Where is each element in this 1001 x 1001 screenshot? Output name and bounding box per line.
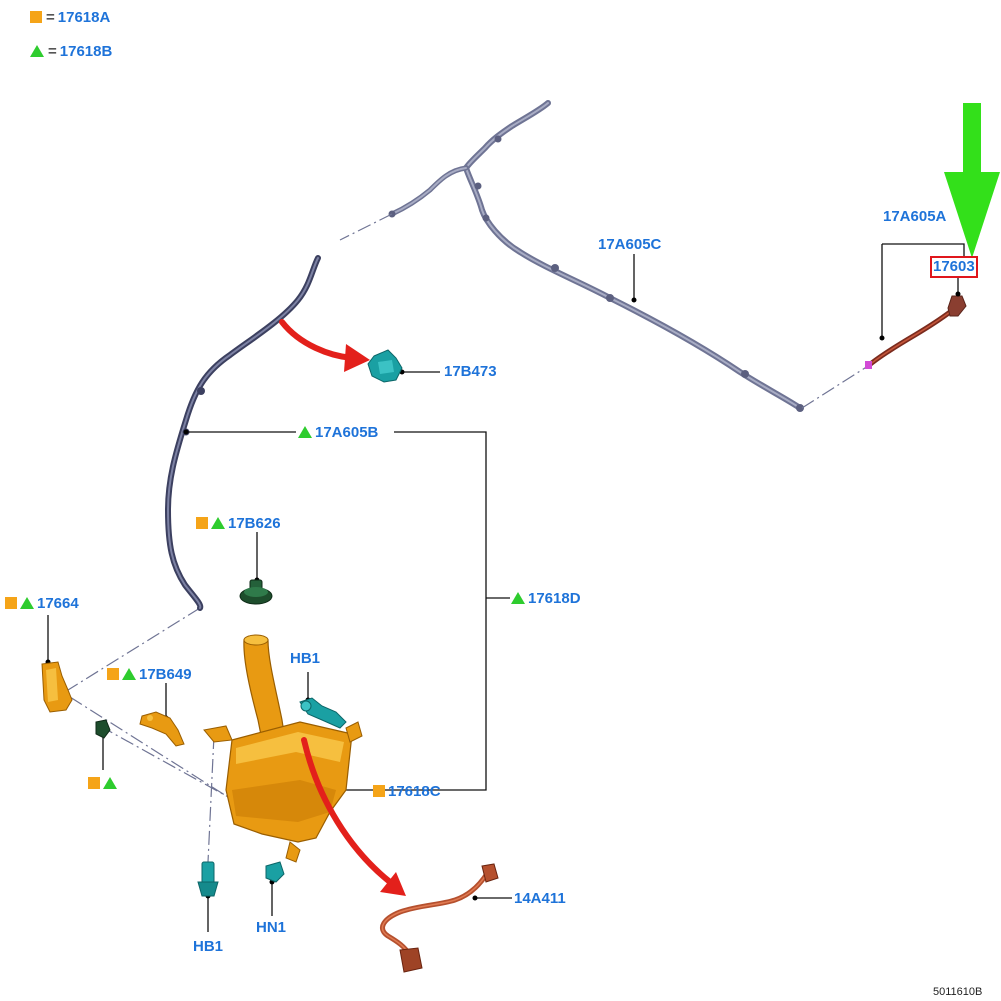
grommet-symbols-row	[88, 775, 120, 793]
pump-17B649	[139, 711, 185, 747]
green-triangle-icon	[30, 45, 44, 57]
callout-HN1: HN1	[256, 919, 287, 936]
legend-square-row: =17618A	[30, 9, 110, 27]
callout-17618D: 17618D	[528, 590, 581, 607]
orange-square-icon	[196, 517, 208, 529]
callout-17618D-row: 17618D	[511, 590, 581, 608]
callout-HB1-bottom: HB1	[193, 938, 224, 955]
callout-17A605A: 17A605A	[883, 208, 947, 225]
callout-17A605B: 17A605B	[315, 424, 379, 441]
level-sensor-HB1-top	[299, 697, 347, 729]
green-down-arrow-icon	[944, 103, 1000, 258]
filler-cap-17B626	[239, 579, 273, 605]
orange-square-icon	[5, 597, 17, 609]
dash-connectors	[67, 213, 869, 863]
rear-harness-17A605A	[865, 309, 953, 369]
legend-triangle-row: =17618B	[30, 43, 112, 61]
grommet	[95, 719, 111, 739]
callout-17B626: 17B626	[228, 515, 281, 532]
callout-17618C: 17618C	[388, 783, 441, 800]
green-triangle-icon	[511, 592, 525, 604]
legend-square-label: 17618A	[57, 9, 111, 26]
callout-17B473: 17B473	[444, 363, 497, 380]
washer-hose-17A605B	[165, 255, 321, 611]
callout-HB1-top: HB1	[290, 650, 321, 667]
green-triangle-icon	[103, 777, 117, 789]
orange-square-icon	[30, 11, 42, 23]
leader-dots	[45, 291, 961, 901]
green-triangle-icon	[122, 668, 136, 680]
orange-square-icon	[373, 785, 385, 797]
washer-reservoir-17618C	[203, 634, 363, 863]
hose-joint-magenta	[865, 361, 872, 369]
legend-equals: =	[46, 9, 55, 26]
callout-17B649-row: 17B649	[107, 666, 192, 684]
rear-washer-jet-17603	[947, 295, 967, 317]
legend-triangle-label: 17618B	[59, 43, 113, 60]
callout-17A605B-row: 17A605B	[298, 424, 378, 442]
callout-17603-highlighted: 17603	[930, 256, 978, 278]
callout-17B626-row: 17B626	[196, 515, 281, 533]
harness-connector-bottom	[399, 947, 423, 973]
orange-square-icon	[107, 668, 119, 680]
callout-17A605C: 17A605C	[598, 236, 662, 253]
callout-17664-row: 17664	[5, 595, 79, 613]
connector-HN1	[265, 861, 285, 883]
harness-14A411	[380, 869, 491, 958]
legend-equals: =	[48, 43, 57, 60]
figure-code: 5011610B	[933, 986, 983, 998]
callout-17B649: 17B649	[139, 666, 192, 683]
green-triangle-icon	[20, 597, 34, 609]
callout-14A411: 14A411	[514, 890, 566, 907]
red-curved-arrow-icon	[279, 319, 370, 372]
callout-17664: 17664	[37, 595, 79, 612]
callout-17618C-row: 17618C	[373, 783, 441, 801]
hose-clips	[388, 135, 804, 412]
red-curved-arrow-icon	[301, 737, 406, 896]
harness-connector-top	[481, 863, 499, 883]
green-triangle-icon	[211, 517, 225, 529]
washer-pump-17664	[41, 661, 73, 713]
orange-square-icon	[88, 777, 100, 789]
connector-HB1-bottom	[197, 861, 219, 897]
green-triangle-icon	[298, 426, 312, 438]
connector-17B473	[367, 349, 403, 383]
